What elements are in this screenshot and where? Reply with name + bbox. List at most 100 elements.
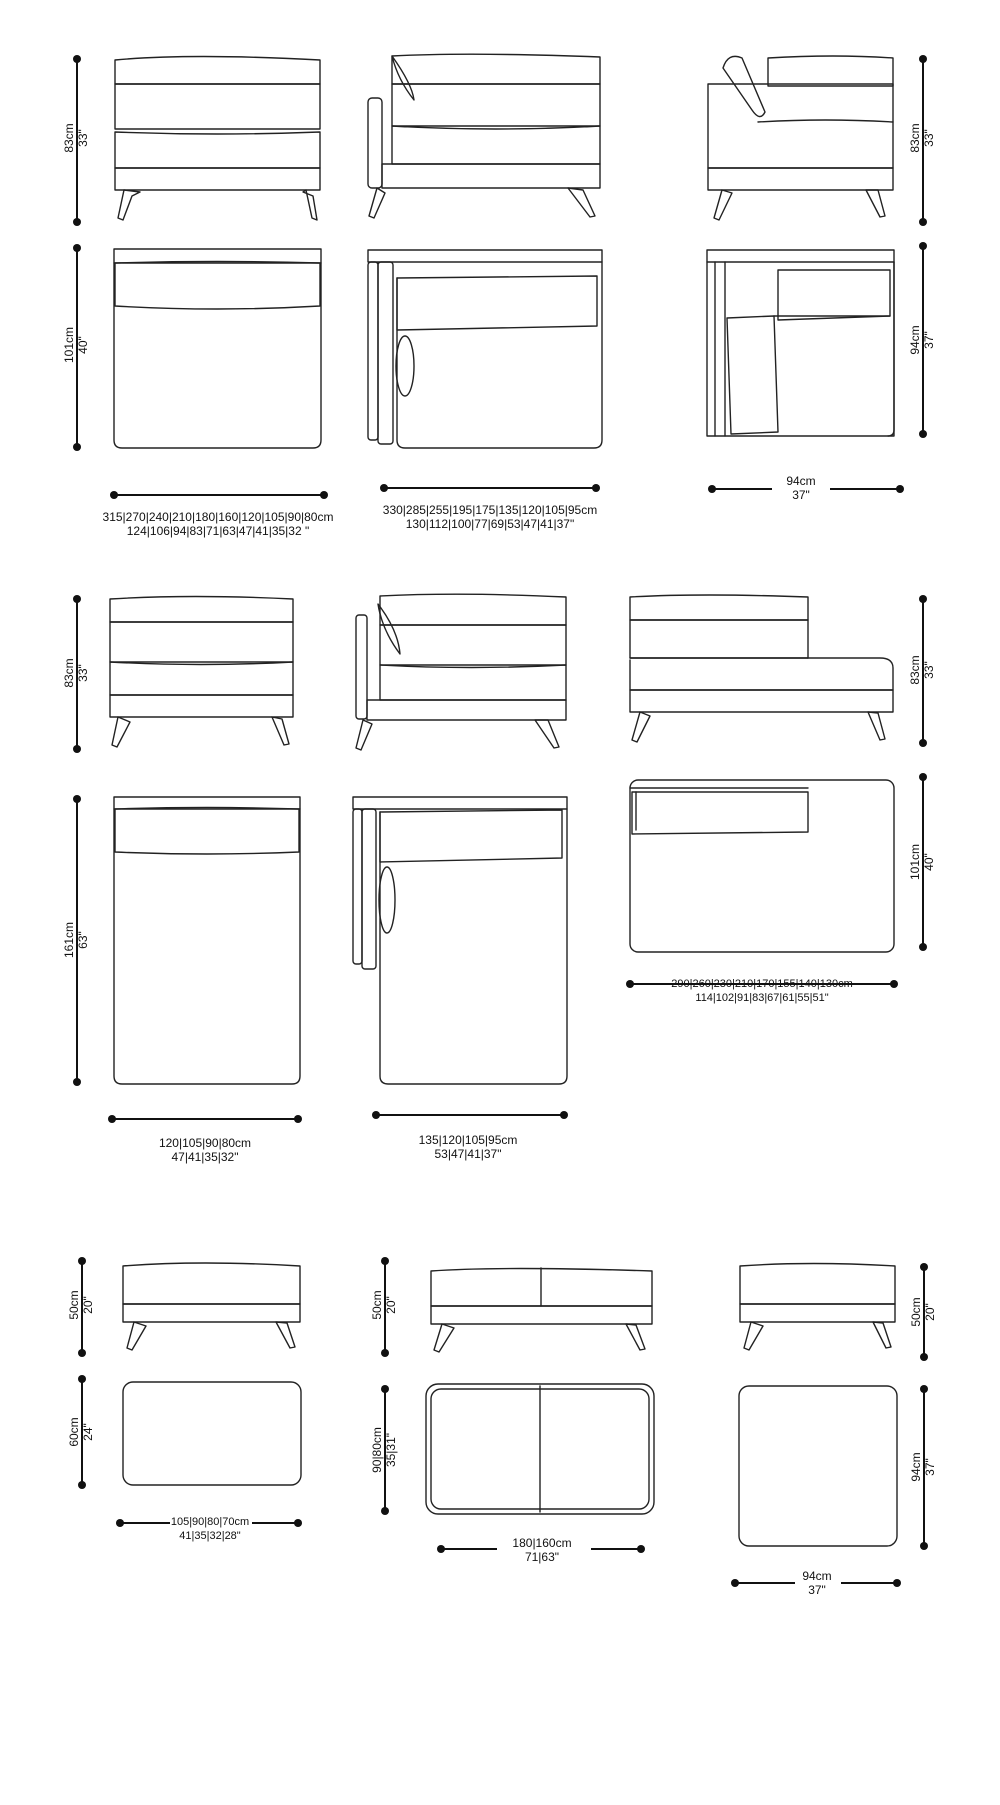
module-4-front-view (109, 595, 294, 748)
module-4-height-in: 33" (76, 664, 90, 682)
module-3-front-view (707, 55, 894, 221)
dimension-endpoint (78, 1481, 86, 1489)
module-4-height-label: 83cm 33" (62, 658, 90, 687)
dimension-endpoint (73, 244, 81, 252)
module-8-front-view (430, 1267, 653, 1353)
module-4-width-label: 120|105|90|80cm 47|41|35|32" (159, 1136, 251, 1164)
dimension-endpoint (920, 1385, 928, 1393)
module-9-height-in: 20" (923, 1303, 937, 1321)
module-7-width-cm: 105|90|80|70cm (170, 1516, 250, 1528)
module-1-depth-label: 101cm 40" (62, 327, 90, 363)
module-7-depth-cm: 60cm (67, 1417, 81, 1447)
module-3-height-label: 83cm 33" (908, 123, 936, 152)
dimension-line (841, 1582, 897, 1584)
dimension-endpoint (73, 795, 81, 803)
module-3-width-in: 37" (792, 488, 810, 502)
dimension-endpoint (73, 595, 81, 603)
module-4-width-cm: 120|105|90|80cm (158, 1136, 252, 1150)
module-8-height-label: 50cm 20" (370, 1290, 398, 1319)
dimension-line (712, 488, 772, 490)
module-8-width-label: 180|160cm 71|63" (512, 1536, 571, 1564)
module-9-top-view (738, 1385, 898, 1547)
dimension-line (81, 1380, 83, 1486)
module-6-width-label: 290|260|230|210|170|155|140|130cm 114|10… (671, 977, 853, 1005)
module-6-height-label: 83cm 33" (908, 655, 936, 684)
module-2-width-cm: 330|285|255|195|175|135|120|105|95cm (382, 503, 598, 517)
module-1-front-view (114, 55, 321, 221)
dimension-line (735, 1582, 795, 1584)
module-4-depth-cm: 161cm (62, 921, 76, 959)
module-9-height-label: 50cm 20" (909, 1297, 937, 1326)
module-5-width-in: 53|47|41|37" (434, 1147, 502, 1161)
module-3-depth-in: 37" (922, 331, 936, 349)
dimension-line (384, 1262, 386, 1354)
module-1-width-in: 124|106|94|83|71|63|47|41|35|32 " (126, 524, 310, 538)
dimension-endpoint (919, 943, 927, 951)
dimension-line (76, 800, 78, 1082)
dimension-endpoint (110, 491, 118, 499)
module-7-width-label: 105|90|80|70cm 41|35|32|28" (171, 1515, 249, 1543)
module-2-width-in: 130|112|100|77|69|53|47|41|37" (405, 517, 575, 531)
module-9-depth-in: 37" (923, 1458, 937, 1476)
module-2-top-view (367, 249, 603, 449)
module-7-top-view (122, 1381, 302, 1486)
dimension-endpoint (920, 1353, 928, 1361)
dimension-line (252, 1522, 298, 1524)
module-4-depth-in: 63" (76, 931, 90, 949)
module-9-front-view (739, 1262, 896, 1351)
dimension-endpoint (919, 242, 927, 250)
dimension-endpoint (78, 1349, 86, 1357)
dimension-line (922, 778, 924, 948)
module-6-depth-label: 101cm 40" (908, 844, 936, 880)
module-3-depth-cm: 94cm (908, 325, 922, 355)
module-8-depth-label: 90|80cm 35|31" (370, 1427, 398, 1473)
dimension-endpoint (73, 443, 81, 451)
module-5-width-cm: 135|120|105|95cm (418, 1133, 518, 1147)
dimension-endpoint (731, 1579, 739, 1587)
module-4-depth-label: 161cm 63" (62, 922, 90, 958)
module-7-depth-in: 24" (81, 1423, 95, 1441)
module-7-depth-label: 60cm 24" (67, 1417, 95, 1446)
module-7-height-label: 50cm 20" (67, 1290, 95, 1319)
module-9-depth-label: 94cm 37" (909, 1452, 937, 1481)
dimension-line (114, 494, 324, 496)
dimension-endpoint (372, 1111, 380, 1119)
module-1-depth-cm: 101cm (62, 326, 76, 364)
module-2-front-view (367, 53, 601, 219)
dimension-endpoint (320, 491, 328, 499)
dimension-endpoint (919, 430, 927, 438)
module-8-depth-cm: 90|80cm (370, 1427, 384, 1473)
dimension-line (922, 247, 924, 435)
dimension-endpoint (78, 1257, 86, 1265)
module-6-front-view (629, 594, 894, 743)
module-8-top-view (425, 1383, 655, 1515)
dimension-line (384, 1390, 386, 1512)
dimension-endpoint (116, 1519, 124, 1527)
module-1-top-view (113, 248, 322, 449)
module-9-width-in: 37" (808, 1583, 826, 1597)
module-1-width-cm: 315|270|240|210|180|160|120|105|90|80cm (102, 510, 334, 524)
dimension-endpoint (919, 218, 927, 226)
module-6-depth-in: 40" (922, 853, 936, 871)
dimension-endpoint (380, 484, 388, 492)
dimension-line (81, 1262, 83, 1354)
dimension-line (76, 249, 78, 448)
module-1-height-cm: 83cm (62, 123, 76, 153)
dimension-endpoint (708, 485, 716, 493)
module-3-top-view (706, 249, 895, 437)
dimension-endpoint (381, 1257, 389, 1265)
dimension-endpoint (294, 1519, 302, 1527)
dimension-endpoint (437, 1545, 445, 1553)
dimension-line (76, 60, 78, 222)
dimension-endpoint (637, 1545, 645, 1553)
dimension-endpoint (919, 55, 927, 63)
dimension-endpoint (896, 485, 904, 493)
module-6-height-cm: 83cm (908, 655, 922, 685)
dimension-line (922, 600, 924, 744)
dimension-endpoint (560, 1111, 568, 1119)
module-3-width-label: 94cm 37" (786, 474, 815, 502)
dimension-endpoint (73, 55, 81, 63)
module-6-width-in: 114|102|91|83|67|61|55|51" (695, 992, 829, 1004)
module-9-height-cm: 50cm (909, 1297, 923, 1327)
